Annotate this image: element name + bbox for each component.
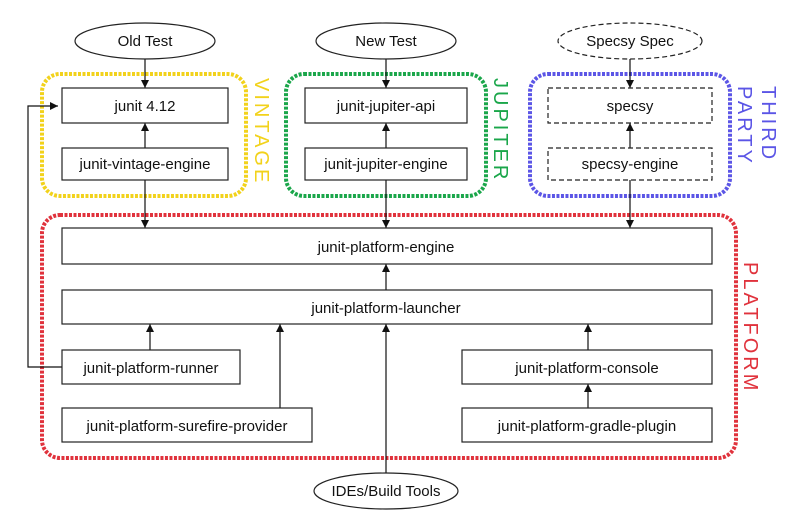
specsy-label: specsy xyxy=(607,98,654,115)
jupiter-engine-label: junit-jupiter-engine xyxy=(323,156,447,173)
platform-runner-label: junit-platform-runner xyxy=(82,360,218,377)
vintage-engine-node xyxy=(61,147,229,181)
old-test-node xyxy=(74,22,216,60)
platform-console-node xyxy=(461,349,713,385)
junit-4-12-node xyxy=(61,87,229,124)
specsy-node xyxy=(547,87,713,124)
platform-launcher-label: junit-platform-launcher xyxy=(310,300,460,317)
vintage-engine-label: junit-vintage-engine xyxy=(79,156,211,173)
jupiter-engine-node xyxy=(304,147,468,181)
old-test-label: Old Test xyxy=(118,33,174,50)
third-party-label: THIRD PARTY xyxy=(733,86,779,171)
jupiter-api-node xyxy=(304,87,468,124)
platform-surefire-node xyxy=(61,407,313,443)
new-test-label: New Test xyxy=(355,33,417,50)
new-test-node xyxy=(315,22,457,60)
specsy-spec-node xyxy=(557,22,703,60)
vintage-group xyxy=(40,72,248,198)
jupiter-api-label: junit-jupiter-api xyxy=(336,98,435,115)
platform-runner-node xyxy=(61,349,241,385)
ide-tools-node xyxy=(313,472,459,510)
jupiter-label: JUPITER xyxy=(489,78,511,182)
platform-surefire-label: junit-platform-surefire-provider xyxy=(86,418,288,435)
platform-console-label: junit-platform-console xyxy=(514,360,658,377)
platform-engine-label: junit-platform-engine xyxy=(317,239,455,256)
platform-gradle-label: junit-platform-gradle-plugin xyxy=(497,418,676,435)
specsy-engine-node xyxy=(547,147,713,181)
arrow-runner-to-junit xyxy=(27,102,62,368)
platform-engine-node xyxy=(61,227,713,265)
platform-gradle-node xyxy=(461,407,713,443)
specsy-spec-label: Specsy Spec xyxy=(586,33,674,50)
vintage-label: VINTAGE xyxy=(250,78,272,185)
platform-group xyxy=(40,213,738,460)
ide-tools-label: IDEs/Build Tools xyxy=(332,483,441,500)
platform-launcher-node xyxy=(61,289,713,325)
junit-4-12-label: junit 4.12 xyxy=(114,98,176,115)
specsy-engine-label: specsy-engine xyxy=(582,156,679,173)
platform-label: PLATFORM xyxy=(739,262,761,393)
